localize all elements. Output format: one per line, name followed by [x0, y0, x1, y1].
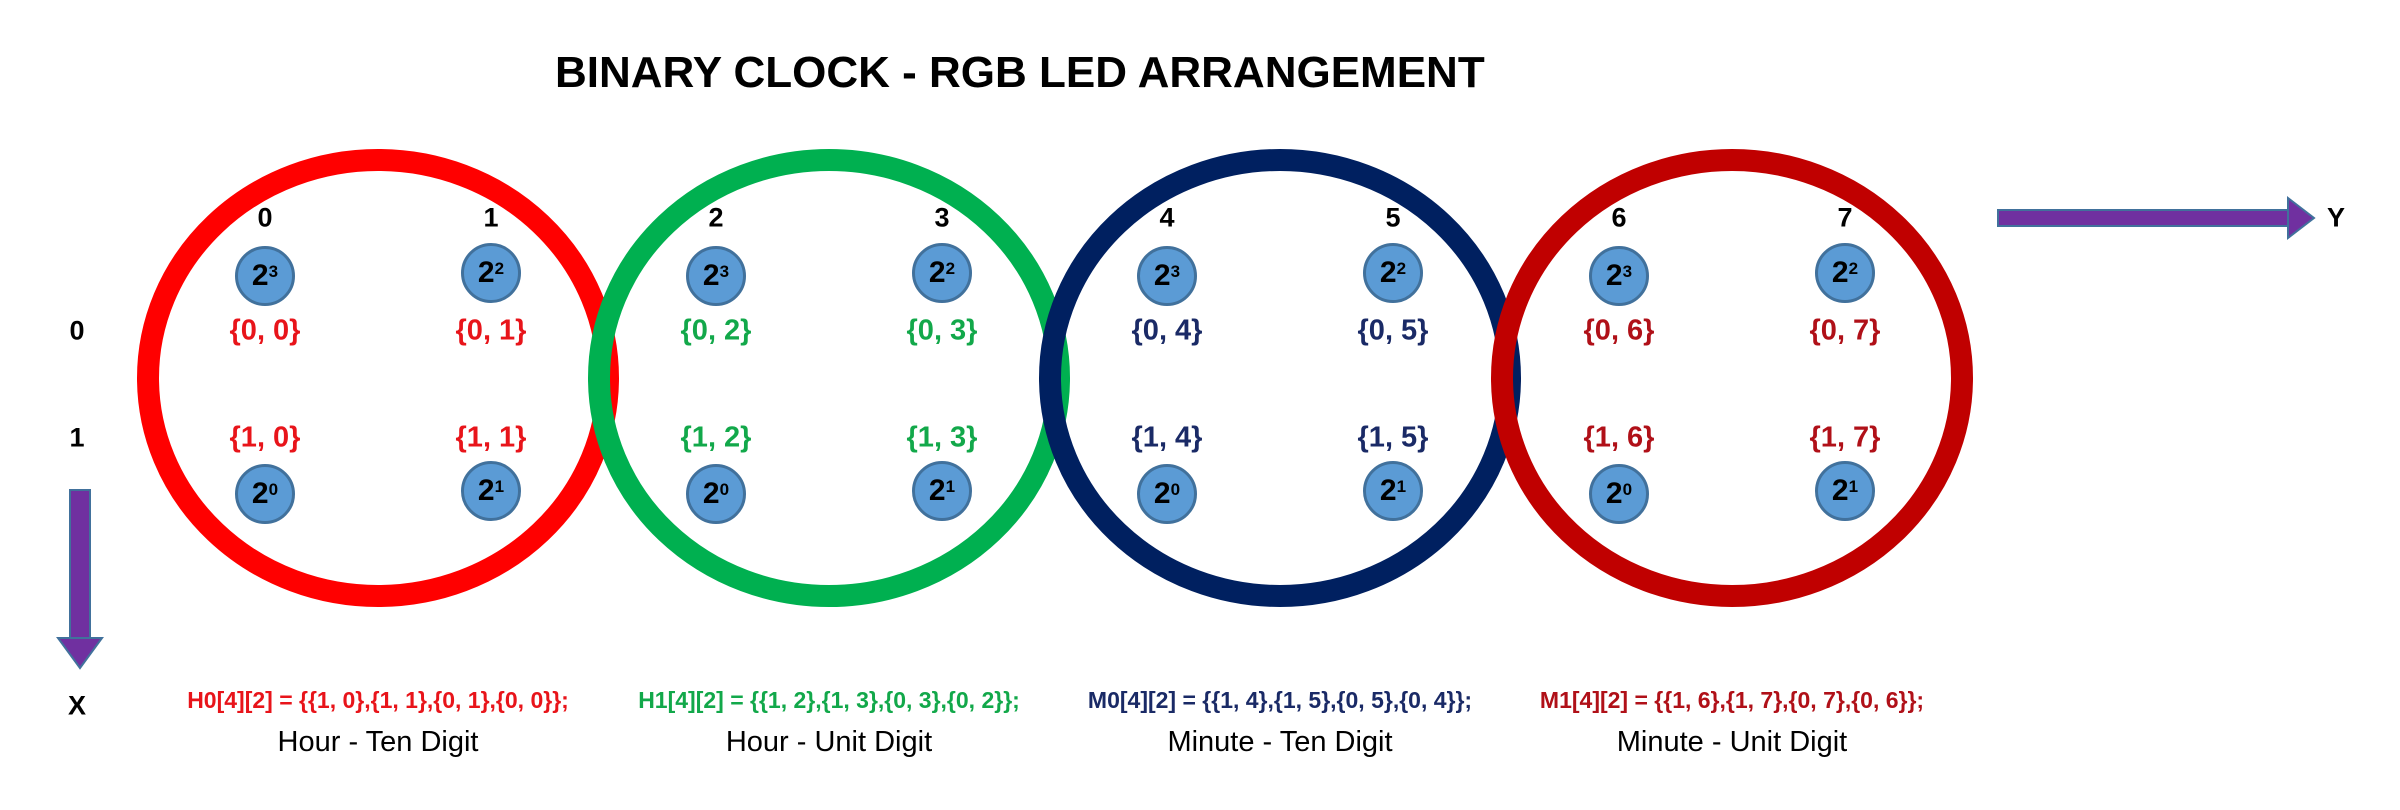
led-exponent: 3: [1622, 262, 1633, 281]
led-coordinate: {0, 6}: [1583, 314, 1655, 347]
led-base: 2: [1605, 259, 1623, 292]
led-exponent: 1: [945, 477, 956, 496]
x-axis-arrow: [56, 489, 104, 670]
led-coordinate: {1, 4}: [1131, 421, 1203, 454]
row-label-1: 1: [69, 422, 85, 453]
column-label-1: 1: [483, 202, 499, 233]
led-exponent: 0: [719, 480, 730, 499]
column-label-5: 5: [1385, 202, 1401, 233]
column-label-6: 6: [1611, 202, 1627, 233]
led-coordinate: {1, 6}: [1583, 421, 1655, 454]
led-coordinate: {1, 7}: [1809, 421, 1881, 454]
led-coordinate: {1, 0}: [229, 421, 301, 454]
led-base: 2: [251, 259, 269, 292]
ring-minute-unit: [1491, 149, 1973, 607]
led-exponent: 1: [494, 477, 505, 496]
led-exponent: 0: [1170, 480, 1181, 499]
led-base: 2: [1379, 474, 1397, 507]
array-definition-minute-ten: M0[4][2] = {{1, 4},{1, 5},{0, 5},{0, 4}}…: [1087, 687, 1473, 713]
array-definition-hour-ten: H0[4][2] = {{1, 0},{1, 1},{0, 1},{0, 0}}…: [187, 687, 569, 713]
led-base: 2: [1379, 256, 1397, 289]
led-coordinate: {0, 1}: [455, 314, 527, 347]
led-coordinate: {0, 2}: [680, 314, 752, 347]
led-coordinate: {1, 3}: [906, 421, 978, 454]
ring-minute-ten: [1039, 149, 1521, 607]
array-definition-minute-unit: M1[4][2] = {{1, 6},{1, 7},{0, 7},{0, 6}}…: [1539, 687, 1925, 713]
led-base: 2: [928, 474, 946, 507]
led-coordinate: {0, 5}: [1357, 314, 1429, 347]
led-base: 2: [477, 474, 495, 507]
caption-hour-unit: Hour - Unit Digit: [725, 726, 933, 758]
led-coordinate: {1, 2}: [680, 421, 752, 454]
led-base: 2: [702, 477, 720, 510]
led-base: 2: [1153, 259, 1171, 292]
led-coordinate: {1, 1}: [455, 421, 527, 454]
column-label-2: 2: [708, 202, 724, 233]
diagram-title: BINARY CLOCK - RGB LED ARRANGEMENT: [555, 48, 1485, 97]
caption-hour-ten: Hour - Ten Digit: [277, 726, 479, 758]
y-axis-arrow: [1997, 195, 2316, 241]
led-base: 2: [477, 256, 495, 289]
led-exponent: 2: [494, 259, 505, 278]
ring-hour-unit: [588, 149, 1070, 607]
led-exponent: 1: [1848, 477, 1859, 496]
x-axis-label: X: [67, 690, 87, 721]
led-coordinate: {1, 5}: [1357, 421, 1429, 454]
led-exponent: 3: [719, 262, 730, 281]
led-exponent: 0: [1622, 480, 1633, 499]
y-axis-label: Y: [2326, 202, 2346, 233]
led-base: 2: [1831, 256, 1849, 289]
led-coordinate: {0, 3}: [906, 314, 978, 347]
led-exponent: 2: [1396, 259, 1407, 278]
led-exponent: 2: [945, 259, 956, 278]
led-exponent: 1: [1396, 477, 1407, 496]
row-label-0: 0: [69, 315, 85, 346]
column-label-7: 7: [1837, 202, 1853, 233]
led-exponent: 0: [268, 480, 279, 499]
led-base: 2: [1605, 477, 1623, 510]
column-label-4: 4: [1159, 202, 1175, 233]
led-exponent: 3: [1170, 262, 1181, 281]
led-coordinate: {0, 4}: [1131, 314, 1203, 347]
led-base: 2: [702, 259, 720, 292]
caption-minute-ten: Minute - Ten Digit: [1167, 726, 1393, 758]
led-base: 2: [251, 477, 269, 510]
ring-hour-ten: [137, 149, 619, 607]
column-label-3: 3: [934, 202, 950, 233]
led-base: 2: [1831, 474, 1849, 507]
led-base: 2: [1153, 477, 1171, 510]
led-exponent: 3: [268, 262, 279, 281]
led-base: 2: [928, 256, 946, 289]
array-definition-hour-unit: H1[4][2] = {{1, 2},{1, 3},{0, 3},{0, 2}}…: [638, 687, 1020, 713]
led-exponent: 2: [1848, 259, 1859, 278]
caption-minute-unit: Minute - Unit Digit: [1616, 726, 1848, 758]
led-coordinate: {0, 0}: [229, 314, 301, 347]
column-label-0: 0: [257, 202, 273, 233]
led-coordinate: {0, 7}: [1809, 314, 1881, 347]
